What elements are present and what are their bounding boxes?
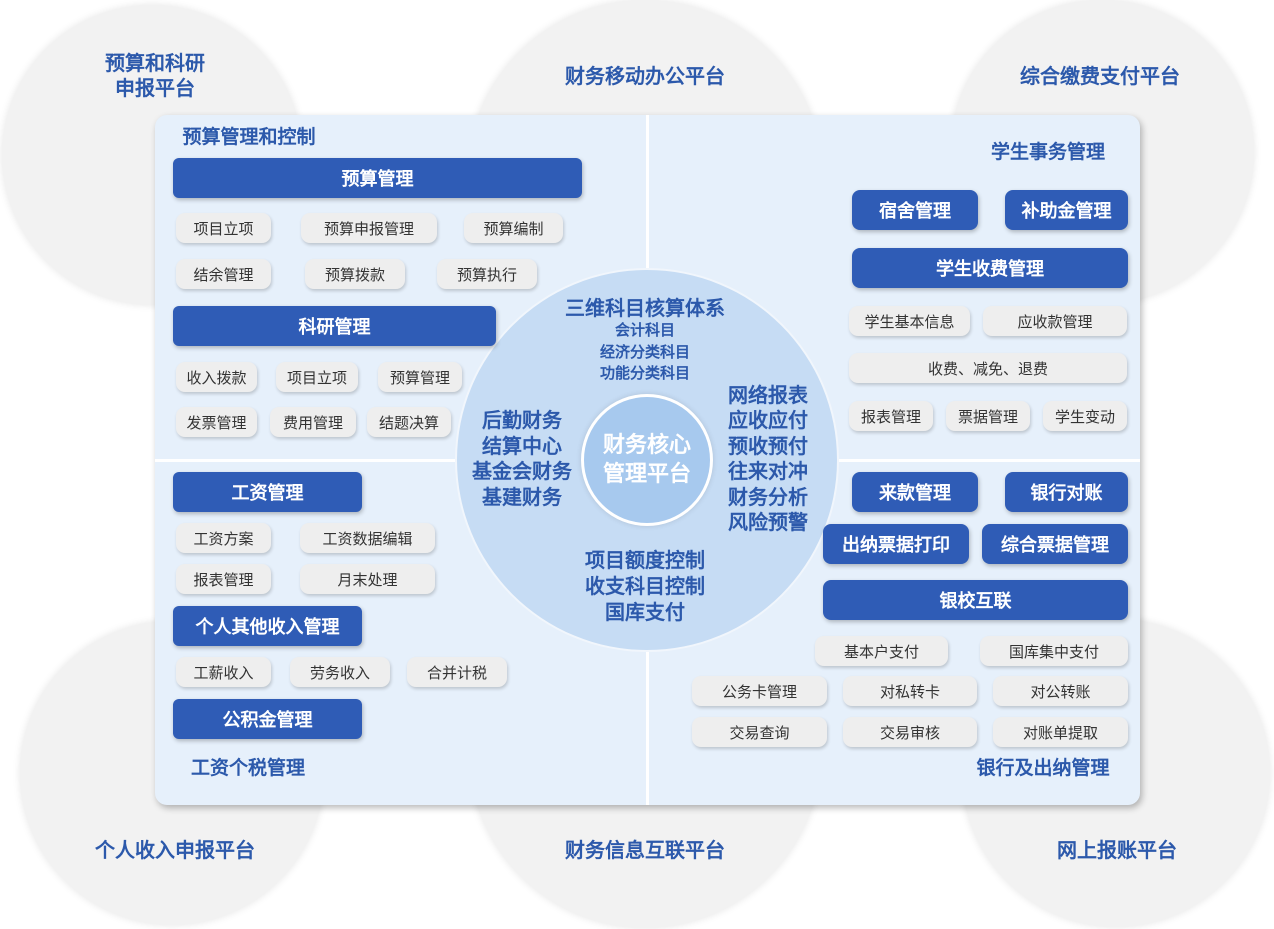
core-inner-circle: 财务核心 管理平台 [581,394,713,526]
platform-label-line: 申报平台 [115,76,195,100]
accounting-subject-item: 会计科目 [614,321,675,339]
budget-execution-item: 预算执行 [437,259,537,289]
functional-subject-item: 功能分类科目 [599,364,690,382]
salary-plan-item: 工资方案 [176,523,271,553]
core-title-line: 财务核心 [602,433,691,458]
fee-waiver-refund-item: 收费、减免、退费 [849,353,1127,383]
public-transfer-item: 对公转账 [993,676,1128,706]
student-quadrant-heading: 学生事务管理 [990,141,1105,163]
core-right-items: 网络报表 应收应付 预收预付 往来对冲 财务分析 风险预警 [700,383,836,535]
logistics-finance-item: 后勤财务 [482,408,562,432]
combined-taxation-item: 合并计税 [407,657,507,687]
accounting-system-title: 三维科目核算体系 [565,296,725,320]
salary-report-item: 报表管理 [176,564,271,594]
infrastructure-finance-item: 基建财务 [482,484,562,509]
other-income-management-bar: 个人其他收入管理 [173,606,362,646]
network-report-item: 网络报表 [728,383,808,407]
month-end-processing-item: 月末处理 [300,564,435,594]
research-project-approval-item: 项目立项 [276,362,358,392]
receivables-item: 应收款管理 [983,306,1127,336]
housing-fund-bar: 公积金管理 [173,699,362,739]
dormitory-box: 宿舍管理 [852,190,978,230]
core-bottom-items: 项目额度控制 收支科目控制 国库支付 [545,547,745,625]
statement-extraction-item: 对账单提取 [993,717,1128,747]
platform-label-info-interconnect: 财务信息互联平台 [565,838,725,862]
bank-reconciliation-box: 银行对账 [1005,472,1128,512]
platform-label-personal-income: 个人收入申报平台 [95,838,255,862]
settlement-center-item: 结算中心 [482,433,562,458]
student-fee-bar: 学生收费管理 [852,248,1128,288]
core-title-line: 管理平台 [602,462,691,487]
transaction-query-item: 交易查询 [692,717,827,747]
platform-label-mobile-office: 财务移动办公平台 [565,64,725,88]
bank-school-bar: 银校互联 [823,580,1128,620]
research-budget-item: 预算管理 [378,362,462,392]
budget-quadrant-heading: 预算管理和控制 [182,126,316,148]
project-quota-control-item: 项目额度控制 [585,548,705,572]
service-income-item: 劳务收入 [290,657,390,687]
project-approval-item: 项目立项 [176,213,271,243]
project-closing-item: 结题决算 [367,407,451,437]
salary-data-editing-item: 工资数据编辑 [300,523,435,553]
private-transfer-item: 对私转卡 [843,676,977,706]
platform-label-budget-research: 预算和科研 申报平台 [55,51,255,101]
bank-quadrant-footer: 银行及出纳管理 [976,757,1110,779]
wage-income-item: 工薪收入 [176,657,271,687]
offset-item: 往来对冲 [728,459,808,484]
salary-quadrant-footer: 工资个税管理 [190,757,305,779]
receipts-box: 来款管理 [852,472,978,512]
student-change-item: 学生变动 [1043,401,1127,431]
student-info-item: 学生基本信息 [849,306,970,336]
platform-label-line: 预算和科研 [105,51,205,75]
economic-subject-item: 经济分类科目 [599,342,690,361]
core-left-items: 后勤财务 结算中心 基金会财务 基建财务 [452,408,592,510]
foundation-finance-item: 基金会财务 [472,459,572,483]
transaction-review-item: 交易审核 [843,717,977,747]
budget-application-item: 预算申报管理 [301,213,437,243]
advance-receipt-payment-item: 预收预付 [728,433,808,458]
treasury-payment-core-item: 国库支付 [605,600,685,624]
treasury-payment-item: 国库集中支付 [980,636,1128,666]
cashier-print-box: 出纳票据打印 [823,524,969,564]
expense-management-item: 费用管理 [270,407,356,437]
risk-warning-item: 风险预警 [728,510,808,535]
accounting-system-items: 会计科目 经济分类科目 功能分类科目 [545,320,745,385]
research-management-bar: 科研管理 [173,306,496,346]
basic-account-payment-item: 基本户支付 [815,636,948,666]
income-allocation-item: 收入拨款 [176,362,257,392]
salary-management-bar: 工资管理 [173,472,362,512]
invoice-management-item: 发票管理 [176,407,257,437]
surplus-management-item: 结余管理 [176,259,271,289]
budget-compilation-item: 预算编制 [464,213,563,243]
invoice-management-box: 综合票据管理 [982,524,1128,564]
platform-label-payment: 综合缴费支付平台 [1020,64,1180,88]
receivable-payable-item: 应收应付 [728,408,808,433]
budget-management-bar: 预算管理 [173,158,582,198]
financial-analysis-item: 财务分析 [728,484,808,509]
receipt-management-item: 票据管理 [946,401,1030,431]
student-report-item: 报表管理 [849,401,933,431]
official-card-item: 公务卡管理 [692,676,827,706]
platform-label-online-reimbursement: 网上报账平台 [1057,838,1177,862]
subject-control-item: 收支科目控制 [585,574,705,598]
subsidy-box: 补助金管理 [1005,190,1128,230]
budget-allocation-item: 预算拨款 [305,259,405,289]
